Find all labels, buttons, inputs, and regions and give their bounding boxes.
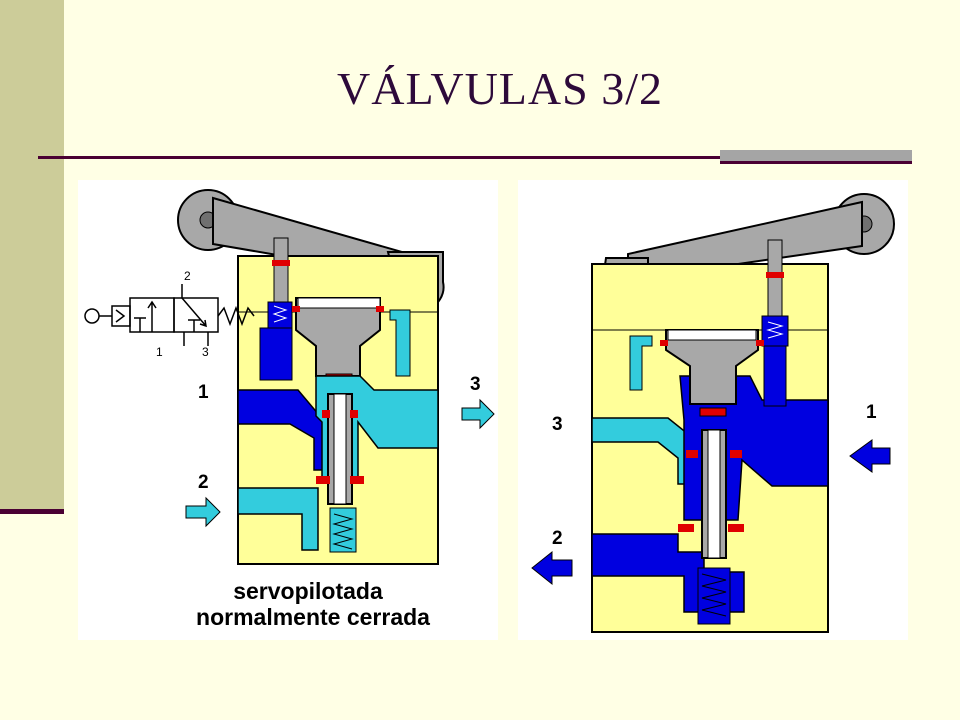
symbol-label-top: 2 xyxy=(184,269,191,283)
inlet-arrow-icon xyxy=(849,439,891,473)
exhaust-arrow-icon xyxy=(461,398,495,430)
symbol-label-right: 3 xyxy=(202,345,209,359)
caption-line-2: normalmente cerrada xyxy=(196,604,430,630)
title-rule xyxy=(38,156,720,159)
left-valve-drawing: 2 1 3 1 2 3 xyxy=(84,189,495,565)
inlet-arrow-icon xyxy=(185,496,221,528)
port-label-2: 2 xyxy=(552,528,563,549)
caption-line-1: servopilotada xyxy=(233,578,383,604)
title-rule-accent xyxy=(720,150,912,164)
port-label-1: 1 xyxy=(866,402,877,423)
port-label-3: 3 xyxy=(470,374,481,395)
right-valve-drawing: 3 2 1 xyxy=(531,193,895,633)
sidebar-band xyxy=(0,0,64,510)
right-valve-diagram: 3 2 1 xyxy=(518,180,908,640)
port-label-2: 2 xyxy=(198,472,209,493)
inlet-channel xyxy=(237,389,331,471)
outlet-arrow-icon xyxy=(531,550,573,586)
left-valve-diagram: 2 1 3 1 2 3 servopilotada normalmente ce… xyxy=(78,180,498,640)
piston xyxy=(665,329,759,405)
slide-title: VÁLVULAS 3/2 xyxy=(337,63,663,114)
port-label-3: 3 xyxy=(552,414,563,435)
valve-symbol xyxy=(84,284,255,346)
exhaust-channel xyxy=(591,417,699,485)
sidebar-cap xyxy=(0,509,64,514)
symbol-label-left: 1 xyxy=(156,345,163,359)
port-label-1: 1 xyxy=(198,382,209,403)
